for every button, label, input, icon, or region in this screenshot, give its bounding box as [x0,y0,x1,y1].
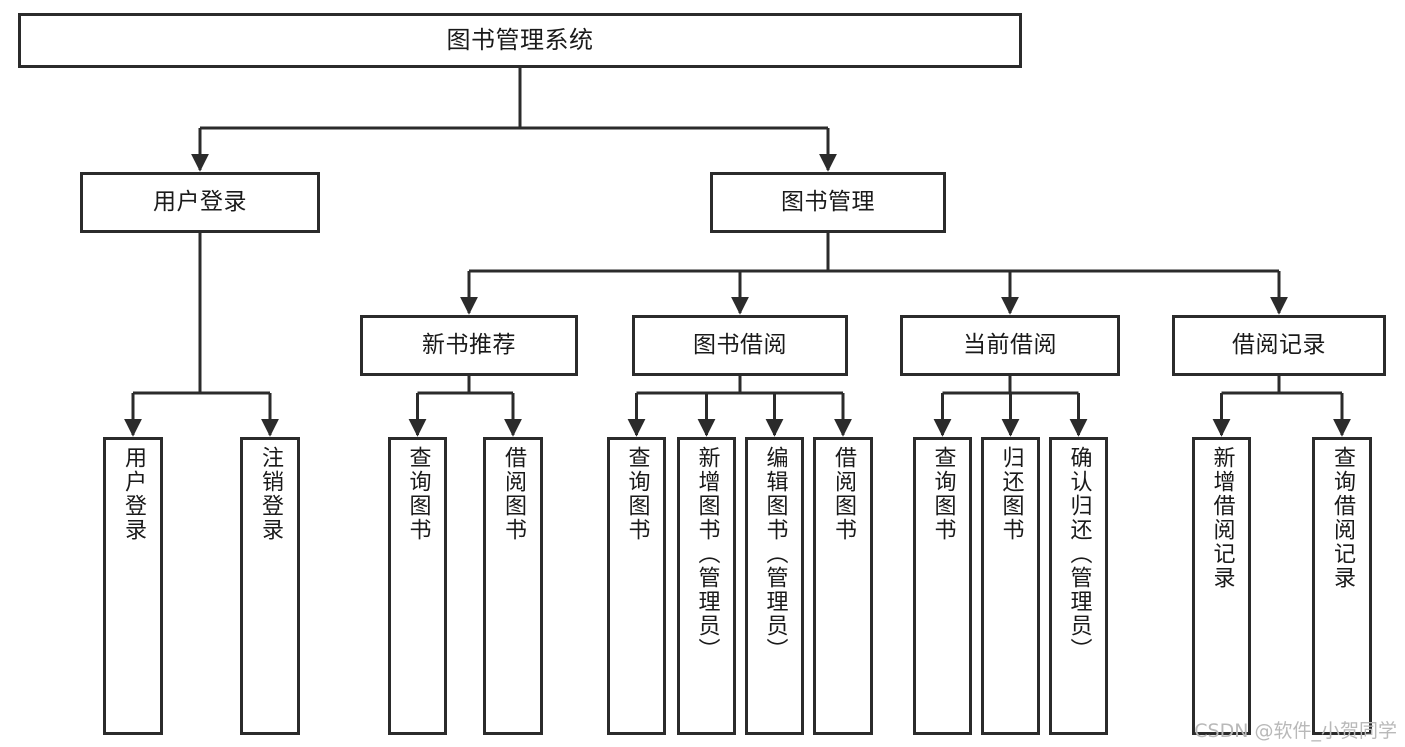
node-leaf-12[interactable]: 新增借阅记录 [1192,437,1251,735]
node-leaf-13[interactable]: 查询借阅记录 [1312,437,1372,735]
node-label: 编辑图书（管理员） [762,446,788,662]
node-leaf-7[interactable]: 编辑图书（管理员） [745,437,804,735]
node-label: 注销登录 [257,446,283,542]
node-label: 新增图书（管理员） [694,446,720,662]
node-current[interactable]: 当前借阅 [900,315,1120,376]
node-label: 借阅记录 [1232,331,1326,358]
node-label: 查询图书 [405,446,431,542]
node-leaf-10[interactable]: 归还图书 [981,437,1040,735]
node-label: 查询借阅记录 [1329,446,1355,590]
node-leaf-11[interactable]: 确认归还（管理员） [1049,437,1108,735]
node-leaf-5[interactable]: 查询图书 [607,437,666,735]
node-leaf-6[interactable]: 新增图书（管理员） [677,437,736,735]
node-label: 用户登录 [153,188,247,215]
node-label: 借阅图书 [500,446,526,542]
node-label: 当前借阅 [963,331,1057,358]
watermark-text: CSDN @软件_小贺同学 [1194,720,1397,742]
node-label: 确认归还（管理员） [1066,446,1092,662]
node-label: 用户登录 [120,446,146,542]
node-leaf-1[interactable]: 用户登录 [103,437,163,735]
node-leaf-3[interactable]: 查询图书 [388,437,447,735]
node-label: 图书管理 [781,188,875,215]
node-borrow[interactable]: 图书借阅 [632,315,848,376]
node-label: 查询图书 [930,446,956,542]
node-label: 归还图书 [998,446,1024,542]
node-leaf-2[interactable]: 注销登录 [240,437,300,735]
node-login[interactable]: 用户登录 [80,172,320,233]
node-leaf-9[interactable]: 查询图书 [913,437,972,735]
node-label: 图书管理系统 [446,26,594,55]
node-root[interactable]: 图书管理系统 [18,13,1022,68]
node-label: 借阅图书 [830,446,856,542]
node-label: 新书推荐 [422,331,516,358]
node-leaf-4[interactable]: 借阅图书 [483,437,543,735]
node-records[interactable]: 借阅记录 [1172,315,1386,376]
node-leaf-8[interactable]: 借阅图书 [813,437,873,735]
node-newbook[interactable]: 新书推荐 [360,315,578,376]
node-bookmgmt[interactable]: 图书管理 [710,172,946,233]
node-label: 查询图书 [624,446,650,542]
node-label: 新增借阅记录 [1209,446,1235,590]
node-label: 图书借阅 [693,331,787,358]
